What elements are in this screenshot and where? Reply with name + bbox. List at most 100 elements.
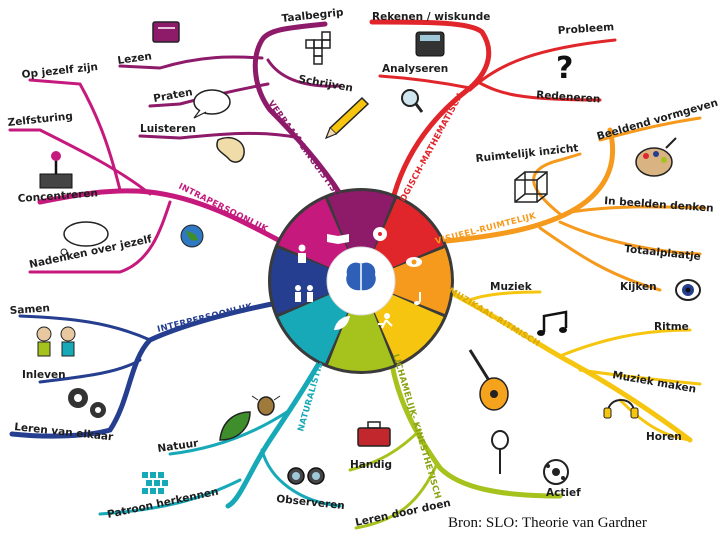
inter-line-samen	[18, 314, 152, 342]
label-redeneren: Redeneren	[536, 89, 601, 105]
muziek-line-maken	[578, 368, 702, 386]
label-concentreren: Concentreren	[17, 187, 98, 205]
label-beelden-denken: In beelden denken	[604, 195, 714, 215]
crossword-icon	[305, 31, 331, 65]
verbaal-trunk	[252, 21, 355, 217]
label-luisteren: Luisteren	[140, 123, 196, 135]
palette-icon	[635, 137, 677, 177]
logisch-line-analyseren	[378, 74, 472, 90]
visueel-line-beeldend	[598, 116, 702, 142]
visueel-line-ruimtelijk	[532, 152, 582, 216]
beetle-icon	[251, 395, 281, 416]
speech-bubble-icon	[193, 89, 231, 119]
joystick-icon	[39, 151, 73, 189]
intra-trunk	[37, 188, 289, 247]
brain-icon	[346, 262, 376, 291]
label-observeren: Observeren	[276, 493, 346, 512]
intra-line-nadenken	[28, 200, 172, 274]
pencil-icon	[324, 96, 370, 140]
intra-line-opjezelf	[28, 78, 122, 192]
runner-icon	[378, 313, 393, 329]
music-note-icon	[537, 310, 568, 336]
open-book-icon	[327, 234, 349, 244]
eye-seg-icon	[406, 257, 422, 267]
branch-intra	[8, 78, 289, 274]
muziek-line-horen	[618, 398, 692, 442]
label-actief: Actief	[546, 487, 581, 499]
branch-inter	[9, 299, 285, 439]
calculator-icon	[415, 31, 445, 57]
label-beeldend: Beeldend vormgeven	[596, 97, 720, 143]
gears-icon	[68, 388, 106, 418]
cube-icon	[514, 171, 548, 203]
lich-trunk	[387, 347, 563, 499]
intra-line-zelfsturing	[8, 128, 152, 196]
label-zelfsturing: Zelfsturing	[7, 110, 73, 129]
branch-lichamelijk	[348, 347, 563, 530]
branch-title-verbaal: VERBAAL- LINGUISTISCH	[266, 99, 347, 205]
natuur-line-natuur	[168, 408, 292, 456]
label-totaalplaatje: Totaalplaatje	[624, 243, 702, 263]
hub-segment-intra	[278, 198, 348, 268]
natuur-trunk	[225, 341, 333, 509]
verbaal-line-schrijven	[266, 58, 342, 88]
inter-trunk	[9, 299, 285, 439]
logisch-line-probleem	[468, 38, 617, 92]
visueel-line-kijken	[538, 226, 662, 292]
branch-logisch	[369, 19, 617, 215]
question-mark-icon: ?	[556, 51, 573, 86]
calc-dial-icon	[373, 227, 387, 241]
branch-title-inter: INTERPERSOONLIJK	[156, 302, 254, 335]
hub-segment-inter	[271, 248, 330, 314]
label-horen: Horen	[646, 431, 682, 443]
visueel-line-denken	[568, 205, 707, 214]
leaf-seg-icon	[334, 316, 350, 330]
verbaal-line-luisteren	[138, 131, 302, 140]
globe-icon	[180, 224, 204, 248]
person-alone-icon	[298, 244, 306, 263]
label-samen: Samen	[9, 302, 50, 317]
visueel-line-totaal	[558, 220, 702, 256]
muziek-line-ritme	[558, 328, 692, 358]
muziek-trunk	[443, 287, 693, 443]
label-ritme: Ritme	[654, 321, 689, 333]
svg-text:?: ?	[556, 51, 573, 86]
ear-icon	[216, 136, 245, 163]
label-natuur: Natuur	[157, 437, 200, 455]
leaf-icon	[219, 411, 251, 441]
racket-icon	[491, 430, 509, 474]
headphones-icon	[603, 399, 639, 419]
magnifier-icon	[401, 89, 424, 113]
label-lezen: Lezen	[117, 50, 153, 67]
hub-segment-logisch	[374, 198, 444, 268]
lich-line-leren	[354, 464, 438, 530]
natuur-line-patroon	[98, 478, 242, 516]
branch-title-lichamelijk: LICHAMELIJK- KINESTHETISCH	[390, 353, 442, 500]
two-people-icon	[295, 285, 313, 302]
label-taalbegrip: Taalbegrip	[281, 7, 344, 25]
branch-natuur	[98, 341, 342, 516]
muziek-line-muziek	[468, 290, 542, 302]
hub-segment-lichamelijk	[328, 312, 394, 372]
label-ruimtelijk: Ruimtelijk inzicht	[475, 142, 579, 165]
verbaal-line-lezen	[118, 55, 264, 70]
branch-visueel	[433, 116, 707, 292]
natuur-line-observeren	[260, 448, 342, 508]
pattern-icon	[142, 472, 168, 494]
branch-muziek	[443, 287, 702, 443]
eye-icon	[675, 279, 701, 301]
guitar-icon	[468, 349, 509, 411]
branch-title-logisch: LOGISCH-MATHEMATISCH	[396, 92, 466, 209]
label-schrijven: Schrijven	[297, 73, 353, 94]
label-rekenen: Rekenen / wiskunde	[372, 11, 490, 23]
branch-verbaal	[118, 21, 355, 217]
thought-cloud-icon	[60, 221, 109, 256]
binoculars-icon	[287, 467, 325, 485]
label-op-jezelf: Op jezelf zijn	[21, 61, 99, 81]
label-muziek: Muziek	[490, 281, 533, 293]
label-kijken: Kijken	[620, 281, 657, 293]
label-analyseren: Analyseren	[382, 63, 448, 75]
label-leren-door-doen: Leren door doen	[354, 497, 452, 529]
